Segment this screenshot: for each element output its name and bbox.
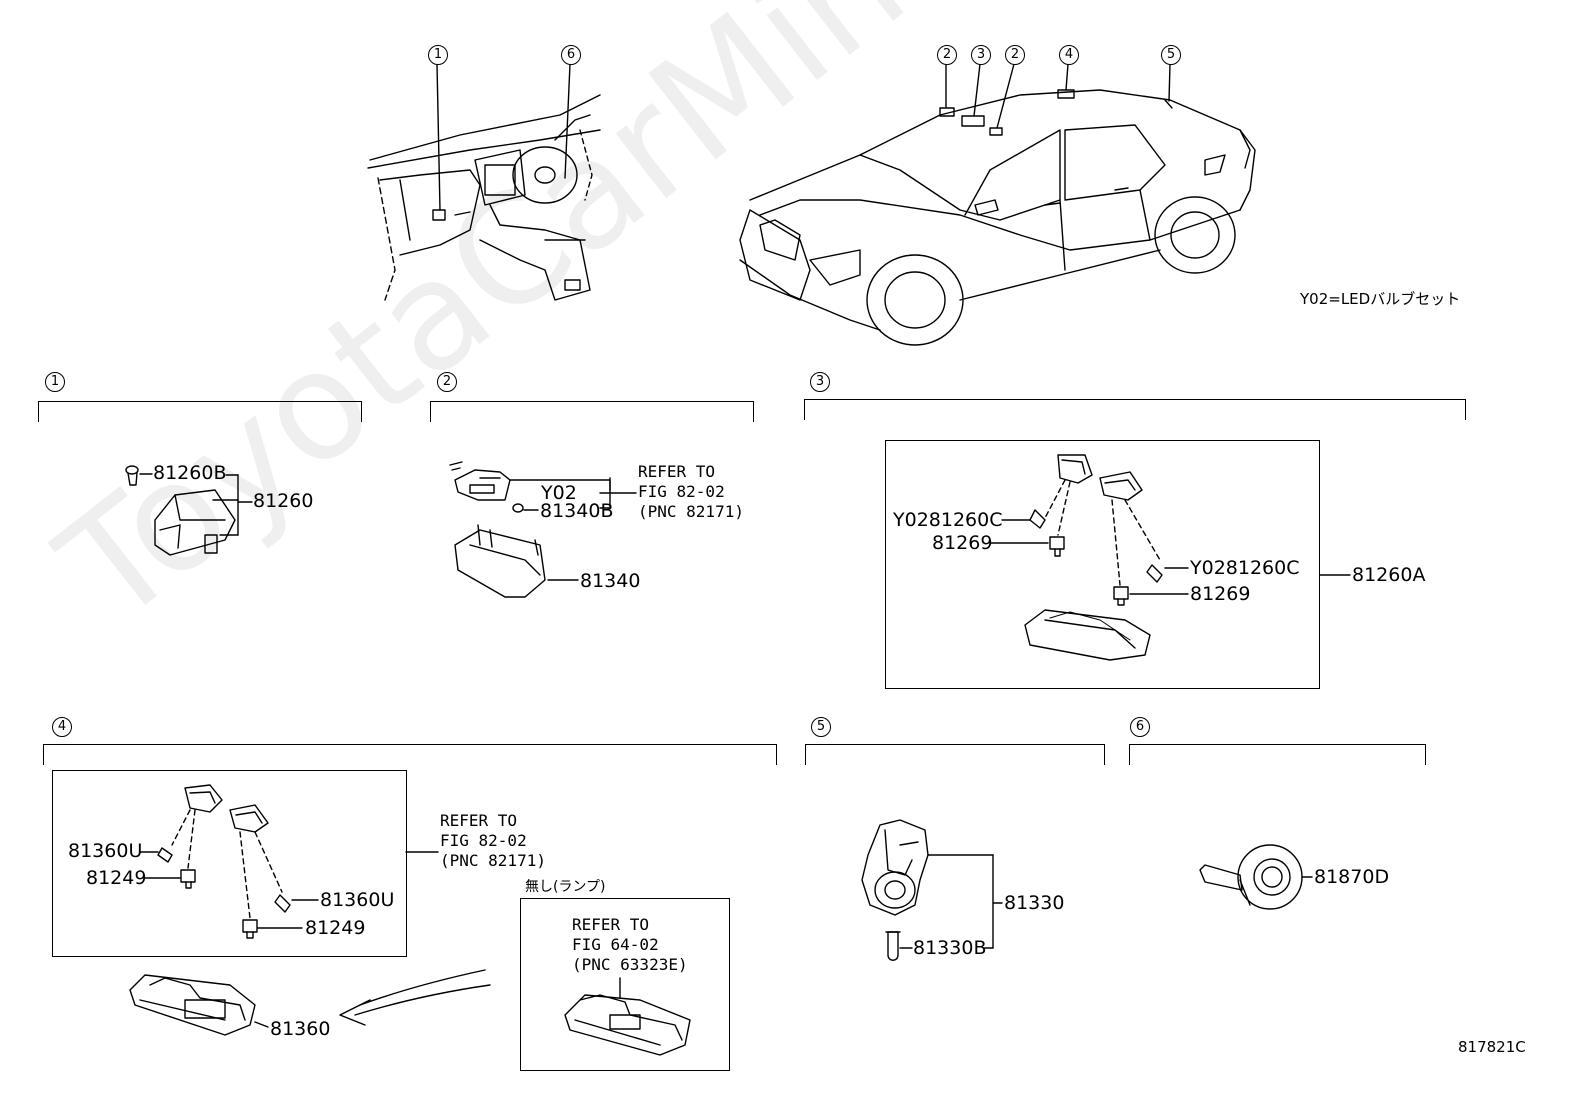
callout-2-car-rear[interactable]: 2: [1005, 45, 1025, 65]
section-4-number: 4: [52, 717, 72, 737]
section-2-number: 2: [437, 372, 457, 392]
part-81260-drawing: [125, 465, 253, 556]
part-81360U-right-label[interactable]: 81360U: [320, 889, 395, 911]
part-81249-left-label[interactable]: 81249: [86, 867, 147, 889]
part-81260A-label[interactable]: 81260A: [1352, 564, 1426, 586]
part-81360-drawing: [129, 784, 491, 1036]
part-y0281260c-left-label[interactable]: Y0281260C: [893, 509, 1003, 531]
section-2-refer-line2[interactable]: FIG 82-02: [638, 482, 725, 501]
part-81340B-label[interactable]: 81340B: [540, 500, 614, 522]
dashboard-interior-drawing: [367, 63, 601, 301]
part-81260A-drawing: [989, 454, 1351, 661]
part-81269-right-label[interactable]: 81269: [1190, 583, 1251, 605]
section-2-refer-line1[interactable]: REFER TO: [638, 462, 716, 481]
part-81870D-label[interactable]: 81870D: [1314, 866, 1390, 888]
section-4-refer-line2[interactable]: FIG 82-02: [440, 831, 527, 850]
section-4-refer-line3[interactable]: (PNC 82171): [440, 851, 546, 870]
alt-refer-line1[interactable]: REFER TO: [572, 915, 650, 934]
part-81269-left-label[interactable]: 81269: [932, 532, 993, 554]
section-6-number: 6: [1130, 717, 1150, 737]
car-exterior-drawing: [739, 63, 1256, 346]
callout-1-interior[interactable]: 1: [428, 45, 448, 65]
part-81330B-label[interactable]: 81330B: [913, 937, 987, 959]
part-81360U-left-label[interactable]: 81360U: [68, 840, 143, 862]
callout-3-car[interactable]: 3: [971, 45, 991, 65]
legend-note: Y02=LEDバルブセット: [1300, 290, 1461, 308]
part-81260-label[interactable]: 81260: [253, 490, 314, 512]
callout-6-interior[interactable]: 6: [561, 45, 581, 65]
alt-refer-line2[interactable]: FIG 64-02: [572, 935, 659, 954]
part-81260B-label[interactable]: 81260B: [153, 462, 227, 484]
section-1-number: 1: [45, 372, 65, 392]
alt-no-lamp-label: 無し(ランプ): [525, 879, 606, 895]
section-4-bracket: [43, 744, 777, 765]
section-4-refer-line1[interactable]: REFER TO: [440, 811, 518, 830]
callout-4-car[interactable]: 4: [1059, 45, 1079, 65]
section-3-frame: [885, 440, 1320, 689]
part-81340-drawing: [449, 461, 637, 598]
section-3-bracket: [804, 399, 1466, 420]
callout-2-car-front[interactable]: 2: [937, 45, 957, 65]
section-1-bracket: [38, 401, 362, 422]
figure-id: 817821C: [1458, 1038, 1526, 1056]
part-81870D-drawing: [1199, 844, 1313, 910]
section-2-bracket: [430, 401, 754, 422]
section-4-frame: [52, 770, 407, 957]
part-81330-drawing: [861, 819, 1003, 961]
alt-no-lamp-frame: [520, 898, 730, 1071]
alt-lamp-drawing: [564, 977, 691, 1056]
part-81340-label[interactable]: 81340: [580, 570, 641, 592]
part-y02-label[interactable]: Y02: [541, 482, 577, 504]
callout-5-car[interactable]: 5: [1161, 45, 1181, 65]
part-81330-label[interactable]: 81330: [1004, 892, 1065, 914]
section-5-bracket: [805, 744, 1105, 765]
part-81360-label[interactable]: 81360: [270, 1018, 331, 1040]
part-81249-right-label[interactable]: 81249: [305, 917, 366, 939]
section-3-number: 3: [810, 372, 830, 392]
alt-refer-line3[interactable]: (PNC 63323E): [572, 955, 688, 974]
section-6-bracket: [1129, 744, 1426, 765]
part-y0281260c-right-label[interactable]: Y0281260C: [1190, 557, 1300, 579]
section-2-refer-line3[interactable]: (PNC 82171): [638, 502, 744, 521]
section-5-number: 5: [811, 717, 831, 737]
